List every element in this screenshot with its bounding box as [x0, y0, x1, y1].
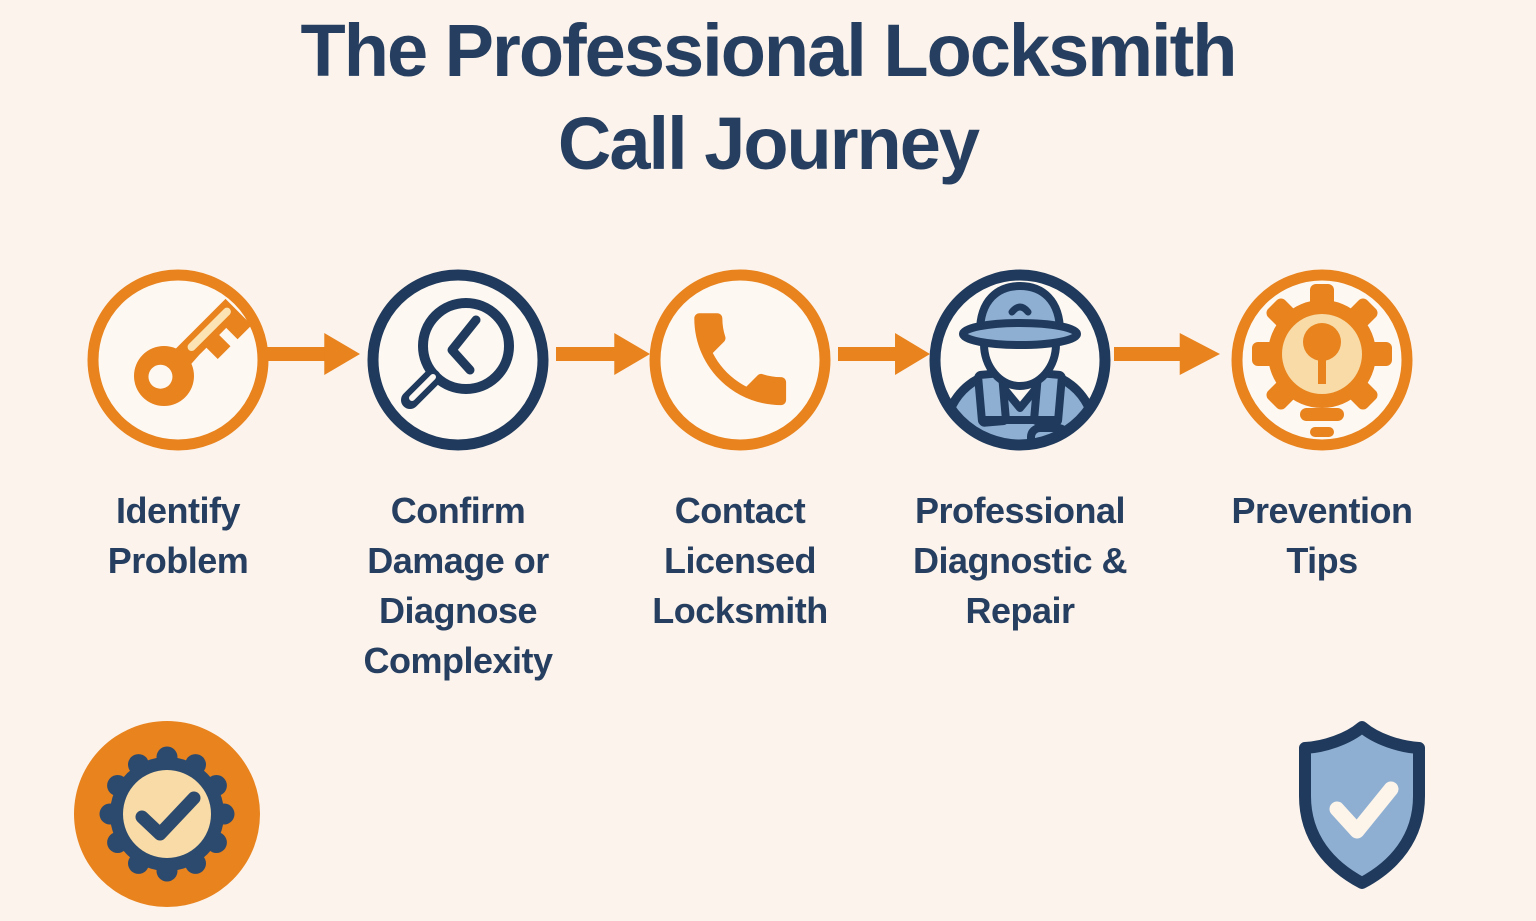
flow-arrow [1114, 333, 1220, 375]
step-label: Professional Diagnostic & Repair [912, 490, 1128, 631]
page-title: The Professional Locksmith Call Journey [0, 4, 1536, 190]
flow-arrow-icon [838, 333, 930, 375]
flow-arrow-icon [556, 333, 650, 375]
step-diagnostic-repair: Professional Diagnostic & Repair [905, 268, 1135, 636]
step-contact-locksmith: Contact Licensed Locksmith [625, 268, 855, 636]
security-shield-check-icon [1299, 721, 1425, 889]
step-label: Confirm Damage or Diagnose Complexity [363, 490, 553, 681]
title-line-2: Call Journey [557, 102, 980, 186]
flow-arrow [556, 333, 650, 375]
step-identify-problem: Identify Problem [63, 268, 293, 586]
step-confirm-damage: Confirm Damage or Diagnose Complexity [343, 268, 573, 686]
step-label: Identify Problem [107, 490, 249, 581]
flow-arrow-icon [1114, 333, 1220, 375]
step-circle [366, 268, 550, 452]
magnifier-clock-icon [367, 269, 549, 451]
step-circle [648, 268, 832, 452]
security-shield-check [1286, 720, 1438, 892]
step-circle [1230, 268, 1414, 452]
certified-check-badge-icon [74, 721, 260, 907]
step-circle [928, 268, 1112, 452]
gear-lightbulb-icon [1231, 269, 1413, 451]
key-icon [87, 269, 269, 451]
step-label: Prevention Tips [1231, 490, 1413, 581]
flow-arrow [266, 333, 360, 375]
title-line-1: The Professional Locksmith [300, 9, 1238, 92]
flow-arrow [838, 333, 930, 375]
flow-arrow-icon [266, 333, 360, 375]
step-label: Contact Licensed Locksmith [652, 490, 828, 631]
certified-check-badge [72, 719, 262, 909]
step-circle [86, 268, 270, 452]
technician-icon [929, 269, 1111, 451]
step-prevention-tips: Prevention Tips [1207, 268, 1437, 586]
phone-icon [649, 269, 831, 451]
